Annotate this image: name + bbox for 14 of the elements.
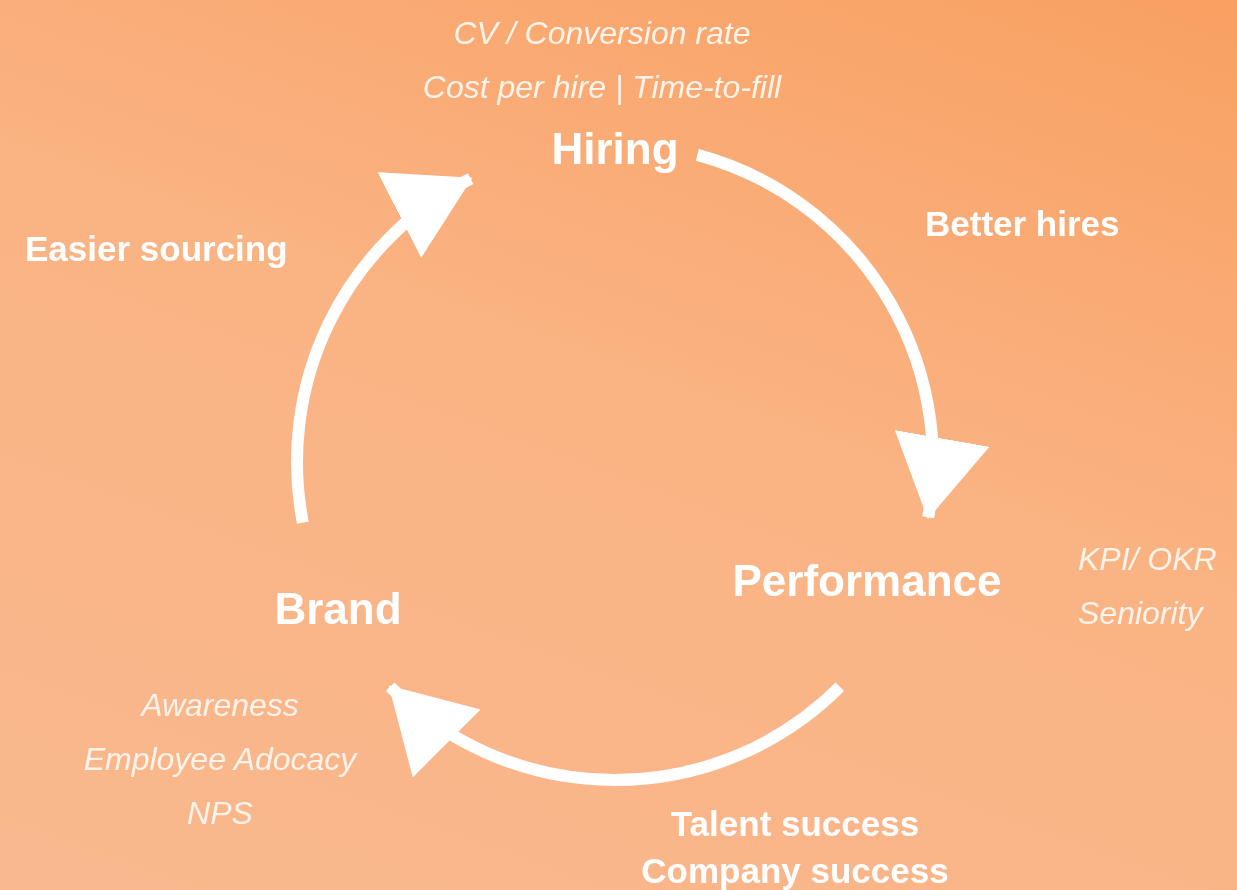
stage-title: Brand [274, 584, 402, 634]
curved-arrow [386, 682, 844, 786]
stage-title: Performance [732, 556, 1002, 606]
metric-text: Cost per hire | Time-to-fill [422, 68, 782, 107]
metric-text: Awareness [141, 686, 299, 725]
metric-text: Seniority [1078, 594, 1203, 633]
stage-title: Hiring [551, 124, 679, 174]
metric-text: CV / Conversion rate [453, 14, 751, 53]
metric-text: NPS [187, 794, 253, 833]
edge-label: Talent success Company success [640, 803, 950, 890]
edge-label: Easier sourcing [25, 228, 289, 270]
metric-text: Employee Adocacy [83, 740, 357, 779]
metric-text: KPI/ OKR [1078, 540, 1217, 579]
curved-arrow [291, 173, 474, 524]
